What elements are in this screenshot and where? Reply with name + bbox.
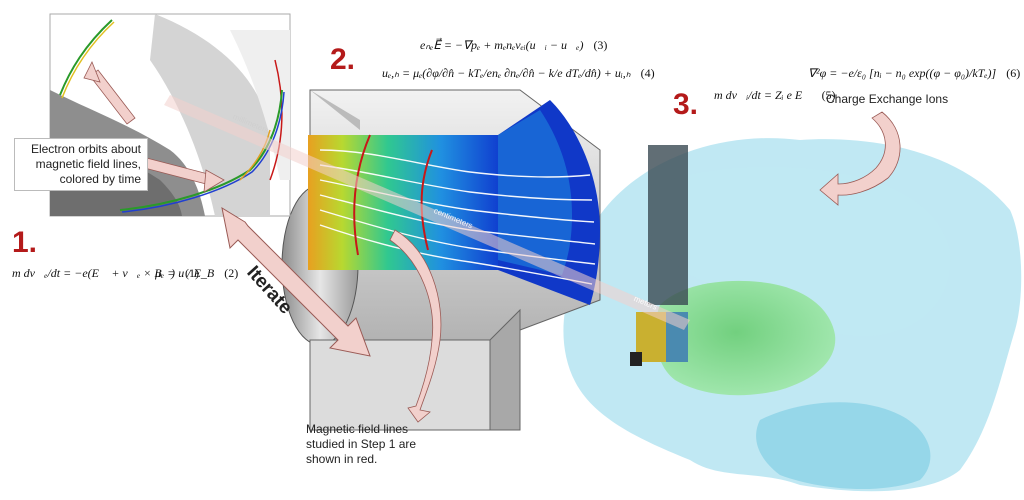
equation-3-text: eₙₑE⃗ = −∇pₑ + mₑnₑνₑᵢ(u⃗ᵢ − u⃗ₑ) (420, 38, 584, 52)
equation-6: ∇²φ = −e/ε₀ [nᵢ − n₀ exp((φ − φ₀)/kTₑ)] (… (808, 66, 1020, 81)
magnetic-field-arrow (389, 229, 442, 423)
red-field-lines (353, 134, 433, 256)
equation-2-number: (2) (224, 266, 239, 280)
equation-6-number: (6) (1006, 66, 1021, 80)
step-1-label: 1. (12, 226, 38, 259)
equation-5: m dv⃗ᵢ/dt = Zᵢ e E⃗ (5) (714, 88, 836, 103)
equation-4-text: uₑ,ₕ = μₑ(∂φ/∂n̂ − kTₑ/enₑ ∂nₑ/∂n̂ − k/e… (382, 66, 631, 80)
equation-1-text: m dv⃗ₑ/dt = −e(E⃗ + v⃗ₑ × B⃗) (12, 266, 175, 280)
equation-5-number: (5) (821, 88, 836, 102)
iterate-arrow (221, 206, 371, 357)
equation-4: uₑ,ₕ = μₑ(∂φ/∂n̂ − kTₑ/enₑ ∂nₑ/∂n̂ − k/e… (382, 66, 655, 81)
charge-exchange-arrow (819, 111, 901, 206)
equation-4-number: (4) (640, 66, 655, 80)
step-3-label: 3. (673, 88, 699, 121)
magnetic-field-label: Magnetic field lines studied in Step 1 a… (306, 422, 417, 466)
step-2-label: 2. (330, 43, 356, 76)
callout-arrow-1 (83, 61, 136, 125)
charge-exchange-label: Charge Exchange Ions (826, 92, 949, 106)
equation-2-text: μₑ = u / E_B (155, 266, 215, 280)
equation-3: eₙₑE⃗ = −∇pₑ + mₑnₑνₑᵢ(u⃗ᵢ − u⃗ₑ) (3) (420, 38, 607, 53)
green-plume (655, 280, 836, 396)
equation-3-number: (3) (593, 38, 608, 52)
equation-1: m dv⃗ₑ/dt = −e(E⃗ + v⃗ₑ × B⃗) (1) (12, 266, 199, 281)
equation-6-text: ∇²φ = −e/ε₀ [nᵢ − n₀ exp((φ − φ₀)/kTₑ)] (808, 66, 997, 80)
equation-2: μₑ = u / E_B (2) (155, 266, 238, 281)
equation-5-text: m dv⃗ᵢ/dt = Zᵢ e E⃗ (714, 88, 812, 102)
electron-orbits-label: Electron orbits about magnetic field lin… (14, 138, 148, 191)
scale-arrow (164, 95, 690, 330)
equation-1-number: (1) (184, 266, 199, 280)
